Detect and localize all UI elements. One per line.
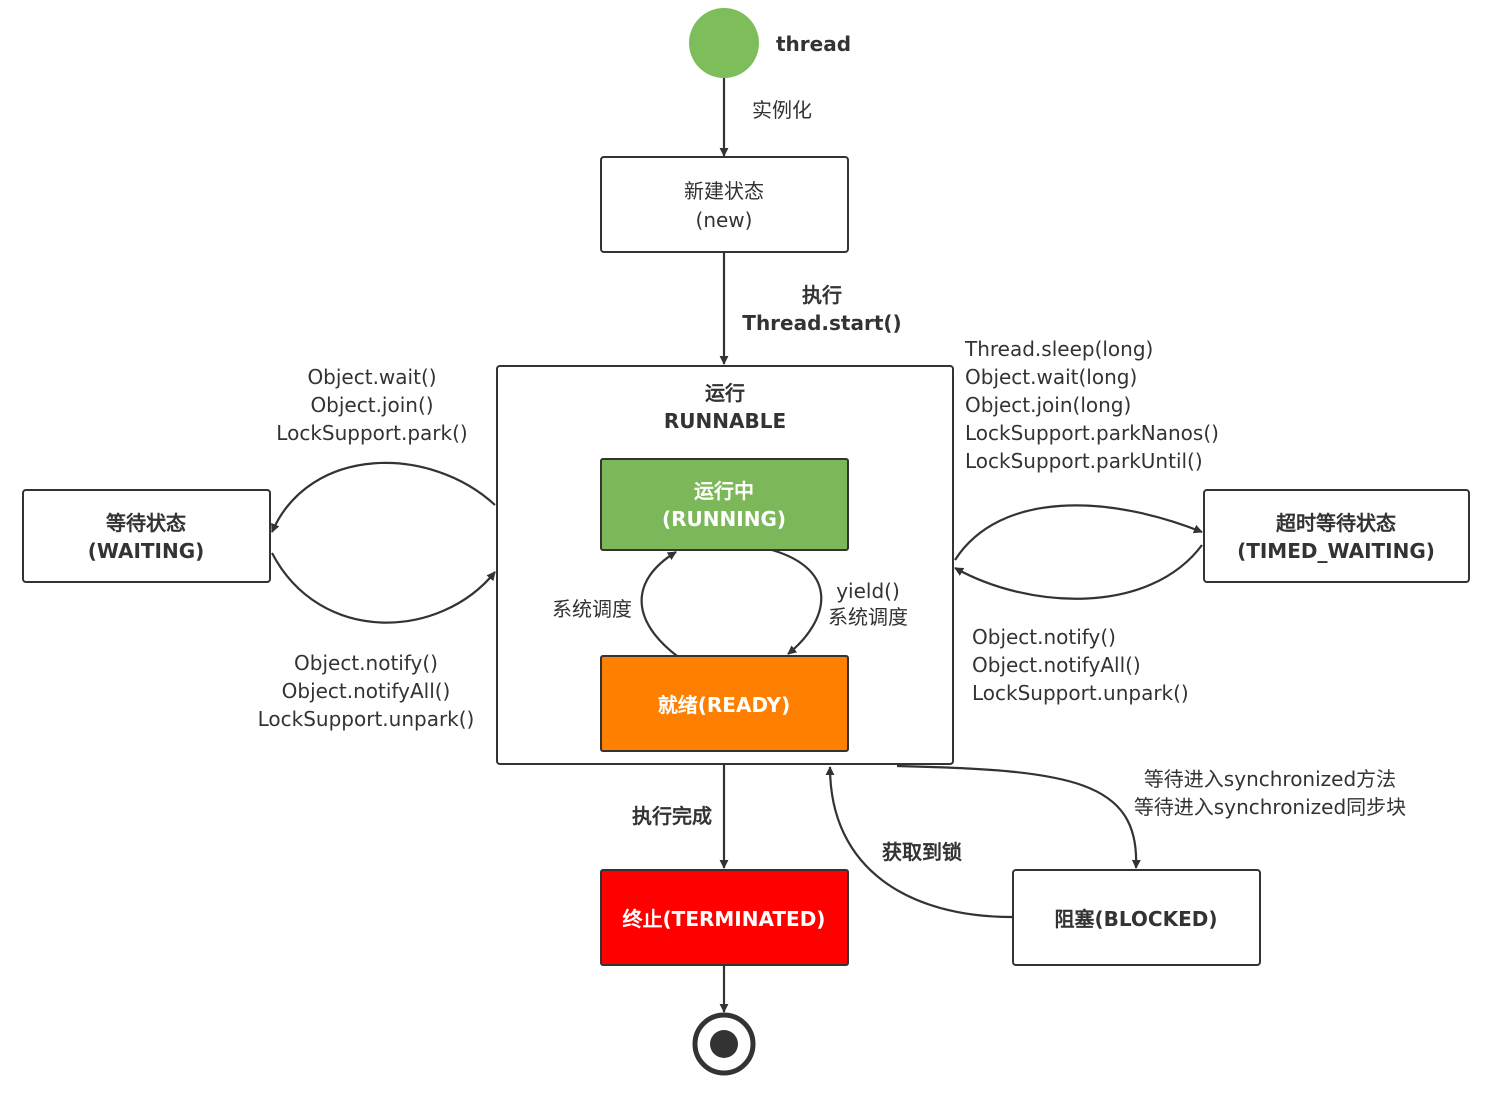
edge-start-label-1: 执行: [802, 283, 842, 307]
end-node: [692, 1012, 756, 1076]
edge-from-waiting: [271, 552, 496, 624]
edge-to-timed-label: LockSupport.parkUntil(): [965, 449, 1203, 473]
edge-from-waiting-label: Object.notify(): [294, 651, 438, 675]
edge-from-timed-label: LockSupport.unpark(): [972, 681, 1189, 705]
waiting-state-box: [22, 489, 271, 583]
edge-acquire-lock-label: 获取到锁: [882, 840, 962, 864]
blocked-label: 阻塞(BLOCKED): [1055, 907, 1218, 931]
edge-to-waiting-labels: Object.wait() Object.join() LockSupport.…: [276, 365, 467, 445]
edge-from-timed-label: Object.notify(): [972, 625, 1116, 649]
edge-from-timed-labels: Object.notify() Object.notifyAll() LockS…: [972, 625, 1189, 705]
edge-from-timed: [954, 544, 1203, 600]
edge-to-timed-label: LockSupport.parkNanos(): [965, 421, 1219, 445]
edge-to-timed-label: Object.wait(long): [965, 365, 1137, 389]
edge-to-waiting: [270, 461, 496, 533]
edge-instantiate-label: 实例化: [752, 98, 812, 122]
waiting-label: 等待状态: [106, 511, 186, 535]
edge-to-blocked: [896, 764, 1141, 869]
ready-label: 就绪(READY): [658, 693, 790, 717]
running-state-box: [600, 458, 849, 551]
timed-waiting-label: 超时等待状态: [1275, 511, 1396, 535]
edge-schedule-up-label: 系统调度: [552, 597, 632, 621]
new-state-label: 新建状态: [684, 179, 764, 203]
edge-to-waiting-label: Object.wait(): [307, 365, 436, 389]
running-label: 运行中: [694, 479, 754, 503]
edge-from-waiting-labels: Object.notify() Object.notifyAll() LockS…: [258, 651, 475, 731]
terminated-label: 终止(TERMINATED): [623, 907, 826, 931]
edge-to-waiting-label: LockSupport.park(): [276, 421, 467, 445]
new-state-box: [600, 156, 849, 253]
start-node: [689, 8, 759, 78]
edge-acquire-lock: [825, 766, 1013, 919]
edge-start-label-2: Thread.start(): [742, 311, 901, 335]
timed-waiting-sublabel: (TIMED_WAITING): [1237, 539, 1435, 563]
edge-yield: [771, 548, 823, 655]
edge-to-timed: [954, 504, 1203, 561]
edge-to-timed-label: Thread.sleep(long): [964, 337, 1153, 361]
edge-from-waiting-label: Object.notifyAll(): [282, 679, 451, 703]
edge-to-blocked-label: 等待进入synchronized同步块: [1134, 795, 1406, 819]
edge-to-waiting-label: Object.join(): [310, 393, 433, 417]
running-sublabel: (RUNNING): [662, 507, 786, 531]
edge-yield-label-2: 系统调度: [828, 605, 908, 629]
start-node-label: thread: [776, 32, 851, 56]
blocked-state-box: [1012, 869, 1261, 966]
edge-from-timed-label: Object.notifyAll(): [972, 653, 1141, 677]
edge-schedule-up: [640, 551, 678, 657]
edge-yield-label-1: yield(): [836, 579, 900, 603]
runnable-sublabel: RUNNABLE: [664, 409, 786, 433]
timed-waiting-state-box: [1203, 489, 1470, 583]
edge-to-timed-labels: Thread.sleep(long) Object.wait(long) Obj…: [964, 337, 1219, 473]
edge-to-blocked-labels: 等待进入synchronized方法 等待进入synchronized同步块: [1134, 767, 1406, 819]
edge-to-timed-label: Object.join(long): [965, 393, 1131, 417]
waiting-sublabel: (WAITING): [88, 539, 205, 563]
runnable-label: 运行: [705, 381, 745, 405]
edge-finish-label: 执行完成: [632, 804, 712, 828]
ready-state-box: [600, 655, 849, 752]
edge-from-waiting-label: LockSupport.unpark(): [258, 707, 475, 731]
edge-to-blocked-label: 等待进入synchronized方法: [1144, 767, 1396, 791]
new-state-sublabel: (new): [696, 208, 753, 232]
